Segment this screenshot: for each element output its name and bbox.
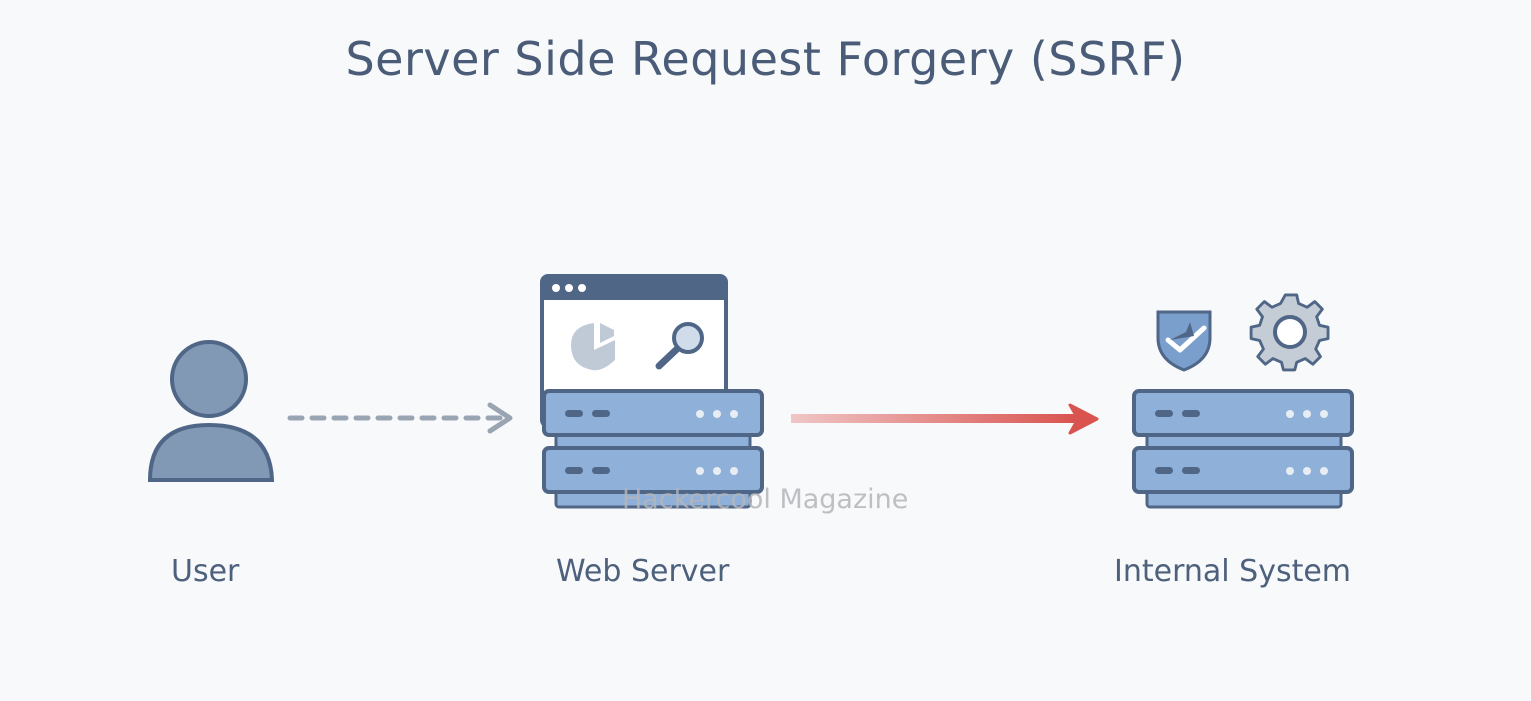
web-server-label: Web Server [556,554,730,589]
user-label: User [171,554,240,589]
browser-window-icon [540,274,728,428]
pie-chart-icon [571,323,615,371]
red-arrow-webserver-to-internal [791,403,1099,435]
diagram-title: Server Side Request Forgery (SSRF) [345,32,1186,86]
dashed-arrow-user-to-webserver [287,402,513,434]
magnifier-icon [655,322,704,370]
web-server-icon [540,274,764,509]
user-icon [147,340,275,482]
internal-server-icon [1132,293,1354,509]
internal-system-label: Internal System [1114,554,1352,589]
shield-check-icon [1156,310,1212,372]
watermark: Hackercool Magazine [622,484,909,515]
server-rack [1132,389,1354,509]
gear-icon [1249,293,1330,372]
server-rack [542,389,764,509]
